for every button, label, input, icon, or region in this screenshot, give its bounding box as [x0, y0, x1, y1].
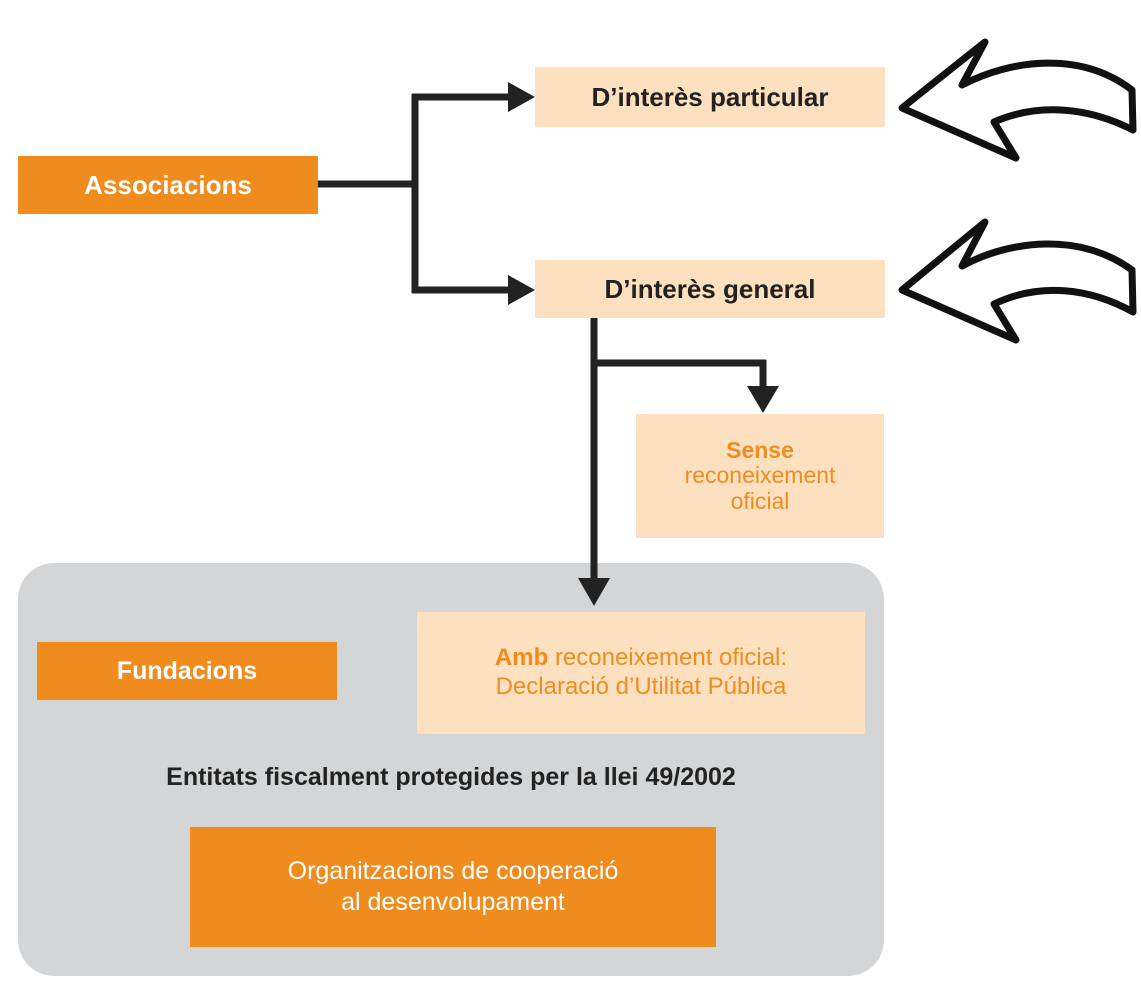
entitats-label: Entitats fiscalment protegides per la ll… — [166, 762, 736, 791]
associacions-node: Associacions — [18, 156, 318, 214]
curved-arrow-icon — [898, 38, 1137, 162]
sense-bold-label: Sense — [726, 437, 794, 464]
organitzacions-label-line2: al desenvolupament — [341, 888, 565, 916]
sense-label-line2: oficial — [730, 487, 790, 514]
sense-node: Sense reconeixement oficial — [636, 414, 884, 538]
interes-particular-label: D’interès particular — [591, 81, 829, 112]
arrowhead-sense — [747, 386, 779, 413]
amb-node: Amb reconeixement oficial: Declaració d’… — [417, 612, 865, 734]
sense-label-line1: reconeixement — [684, 462, 836, 489]
organitzacions-label-line1: Organitzacions de cooperació — [287, 856, 619, 885]
organitzacions-node: Organitzacions de cooperació al desenvol… — [190, 827, 716, 947]
entitats-caption: Entitats fiscalment protegides per la ll… — [18, 757, 884, 797]
arrowhead-general — [508, 275, 535, 305]
amb-label-line1: Amb reconeixement oficial: — [495, 644, 787, 673]
amb-rest-label: reconeixement oficial: — [554, 644, 788, 672]
amb-bold-label: Amb — [494, 644, 549, 672]
interes-particular-node: D’interès particular — [535, 67, 885, 127]
associacions-label: Associacions — [84, 169, 252, 200]
arrowhead-particular — [508, 82, 535, 112]
interes-general-node: D’interès general — [535, 260, 885, 318]
interes-general-label: D’interès general — [604, 273, 816, 304]
arrowhead-amb — [578, 578, 610, 606]
curved-arrow-icon — [898, 218, 1137, 344]
fundacions-node: Fundacions — [37, 642, 337, 700]
amb-label-line2: Declaració d’Utilitat Pública — [495, 673, 787, 700]
fundacions-label: Fundacions — [116, 656, 258, 685]
